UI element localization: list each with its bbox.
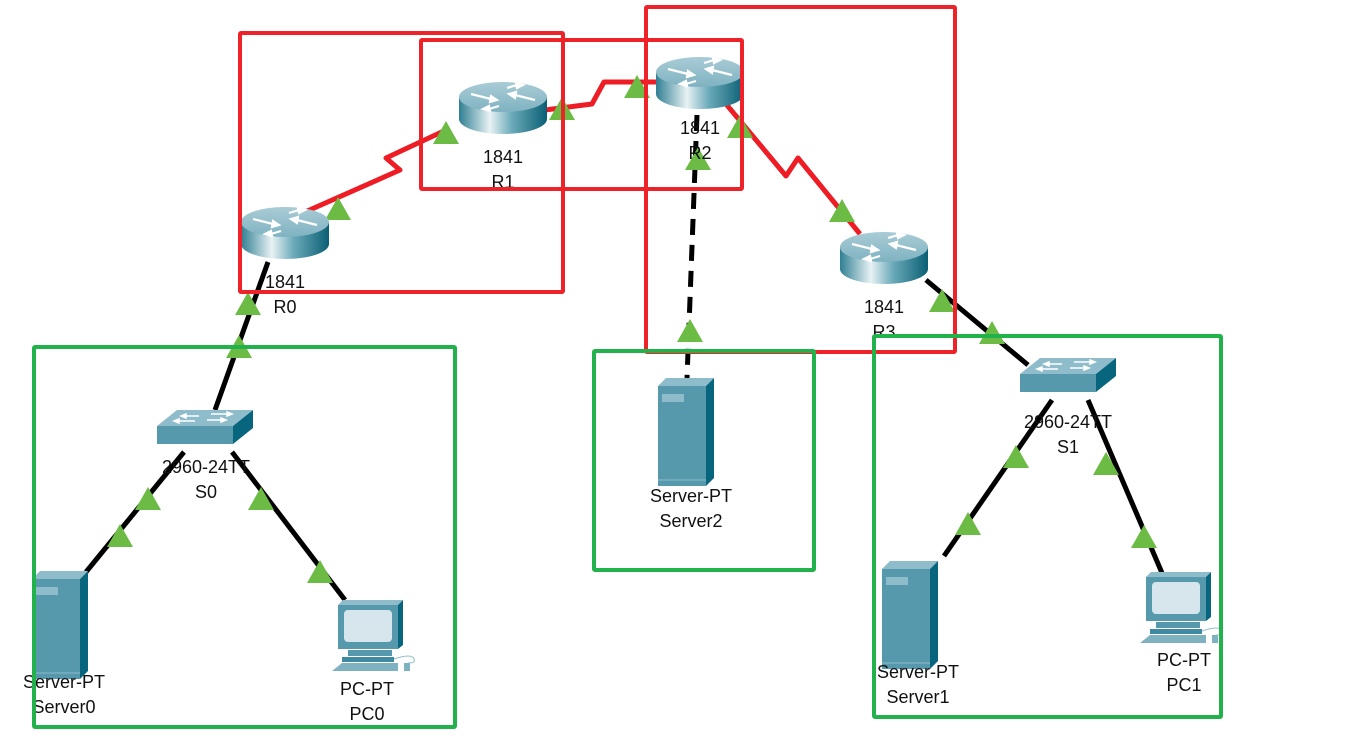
pc-pc0[interactable]	[331, 599, 415, 672]
router-icon	[239, 205, 331, 261]
link-r1-r2[interactable]	[544, 79, 660, 113]
wan-group-box[interactable]	[419, 38, 744, 191]
lan-group-box[interactable]	[872, 334, 1223, 719]
router-r1[interactable]	[457, 80, 549, 136]
switch-s1[interactable]	[1019, 357, 1117, 393]
device-model-label: Server-PT	[650, 486, 732, 506]
devices-layer	[31, 55, 1223, 680]
switch-icon	[1019, 357, 1117, 393]
link-up-indicator-icon	[307, 560, 333, 583]
device-name-label: S1	[1057, 437, 1079, 457]
link-up-indicator-icon	[624, 75, 650, 98]
device-model-label: 1841	[864, 297, 904, 317]
device-model-label: PC-PT	[340, 679, 394, 699]
router-r0[interactable]	[239, 205, 331, 261]
link-up-indicator-icon	[325, 197, 351, 220]
router-r3[interactable]	[838, 230, 930, 286]
device-name-label: Server1	[886, 687, 949, 707]
lan-group-box[interactable]	[592, 349, 816, 572]
link-up-indicator-icon	[1093, 452, 1119, 475]
device-model-label: Server-PT	[877, 662, 959, 682]
router-icon	[838, 230, 930, 286]
link-up-indicator-icon	[1131, 525, 1157, 548]
device-model-label: 1841	[483, 147, 523, 167]
server-icon	[881, 560, 939, 670]
link-r0-r1[interactable]	[294, 127, 448, 219]
switch-s0[interactable]	[156, 409, 254, 445]
link-up-indicator-icon	[979, 321, 1005, 344]
device-model-label: 2960-24TT	[162, 457, 250, 477]
device-name-label: Server2	[659, 511, 722, 531]
group-boxes-layer	[32, 5, 1223, 729]
link-up-indicator-icon	[929, 289, 955, 312]
link-up-indicator-icon	[677, 319, 703, 342]
pc-icon	[1139, 571, 1223, 644]
link-indicators-layer	[107, 75, 1157, 583]
pc-pc1[interactable]	[1139, 571, 1223, 644]
device-name-label: Server0	[32, 697, 95, 717]
server-icon	[31, 570, 89, 680]
link-up-indicator-icon	[829, 199, 855, 222]
switch-icon	[156, 409, 254, 445]
device-name-label: R0	[273, 297, 296, 317]
link-up-indicator-icon	[107, 524, 133, 547]
server-server1[interactable]	[881, 560, 939, 670]
link-s1-pc1[interactable]	[1085, 399, 1168, 581]
link-r2-r3[interactable]	[724, 102, 862, 236]
link-s0-server0[interactable]	[84, 450, 186, 574]
link-up-indicator-icon	[235, 292, 261, 315]
link-up-indicator-icon	[955, 512, 981, 535]
pc-icon	[331, 599, 415, 672]
link-r0-s0[interactable]	[212, 261, 271, 411]
device-model-label: Server-PT	[23, 672, 105, 692]
labels-layer: 1841R01841R11841R21841R32960-24TTS02960-…	[23, 118, 1211, 724]
device-name-label: S0	[195, 482, 217, 502]
device-model-label: 1841	[680, 118, 720, 138]
link-up-indicator-icon	[685, 147, 711, 170]
link-up-indicator-icon	[248, 487, 274, 510]
router-r2[interactable]	[654, 55, 746, 111]
device-model-label: 2960-24TT	[1024, 412, 1112, 432]
link-up-indicator-icon	[1003, 445, 1029, 468]
router-icon	[654, 55, 746, 111]
device-name-label: PC0	[349, 704, 384, 724]
server-server2[interactable]	[657, 377, 715, 487]
link-up-indicator-icon	[433, 121, 459, 144]
device-model-label: 1841	[265, 272, 305, 292]
server-server0[interactable]	[31, 570, 89, 680]
device-name-label: PC1	[1166, 675, 1201, 695]
router-icon	[457, 80, 549, 136]
device-model-label: PC-PT	[1157, 650, 1211, 670]
link-up-indicator-icon	[135, 487, 161, 510]
wan-group-box[interactable]	[238, 31, 565, 294]
server-icon	[657, 377, 715, 487]
device-name-label: R2	[688, 143, 711, 163]
lan-group-box[interactable]	[32, 345, 457, 729]
